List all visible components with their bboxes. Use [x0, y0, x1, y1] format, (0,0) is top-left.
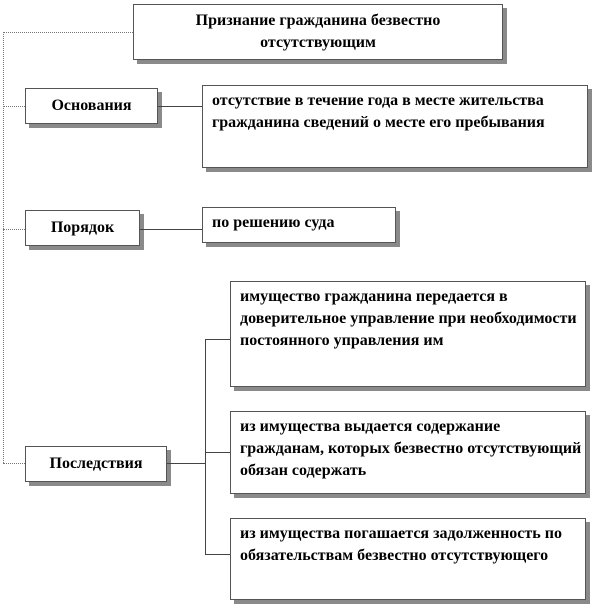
trunk-branch-1 [3, 106, 25, 107]
consequence-1-connector [205, 339, 230, 340]
procedure-item-text: по решению суда [212, 214, 335, 231]
trunk-branch-2 [3, 229, 25, 230]
trunk-top-connector [3, 32, 133, 33]
trunk-connector [3, 32, 4, 463]
consequences-vertical-connector [205, 339, 206, 554]
label-consequences-text: Последствия [49, 455, 143, 472]
consequence-item-1-text: имущество гражданина передается в довери… [240, 288, 577, 349]
label-procedure-text: Порядок [50, 219, 115, 236]
consequence-item-2-text: из имущества выдается содержание граждан… [240, 418, 582, 479]
consequence-3-connector [205, 554, 230, 555]
procedure-item-box: по решению суда [202, 207, 396, 243]
consequence-item-3-box: из имущества погашается задолженность по… [230, 518, 586, 600]
connector-consequences [167, 463, 205, 464]
consequence-item-1-box: имущество гражданина передается в довери… [230, 281, 586, 387]
trunk-branch-3 [3, 463, 25, 464]
consequence-2-connector [205, 452, 230, 453]
grounds-item-text: отсутствие в течение года в месте житель… [212, 92, 545, 131]
consequence-item-2-box: из имущества выдается содержание граждан… [230, 411, 586, 494]
label-grounds-text: Основания [51, 97, 132, 114]
title-box: Признание гражданина безвестно отсутству… [133, 4, 503, 60]
consequence-item-3-text: из имущества погашается задолженность по… [240, 525, 562, 564]
grounds-item-box: отсутствие в течение года в месте житель… [202, 85, 588, 168]
label-consequences: Последствия [25, 446, 167, 482]
title-text: Признание гражданина безвестно отсутству… [195, 12, 441, 51]
connector-grounds [158, 106, 202, 107]
label-procedure: Порядок [25, 210, 140, 246]
connector-procedure [140, 229, 202, 230]
label-grounds: Основания [25, 88, 158, 124]
